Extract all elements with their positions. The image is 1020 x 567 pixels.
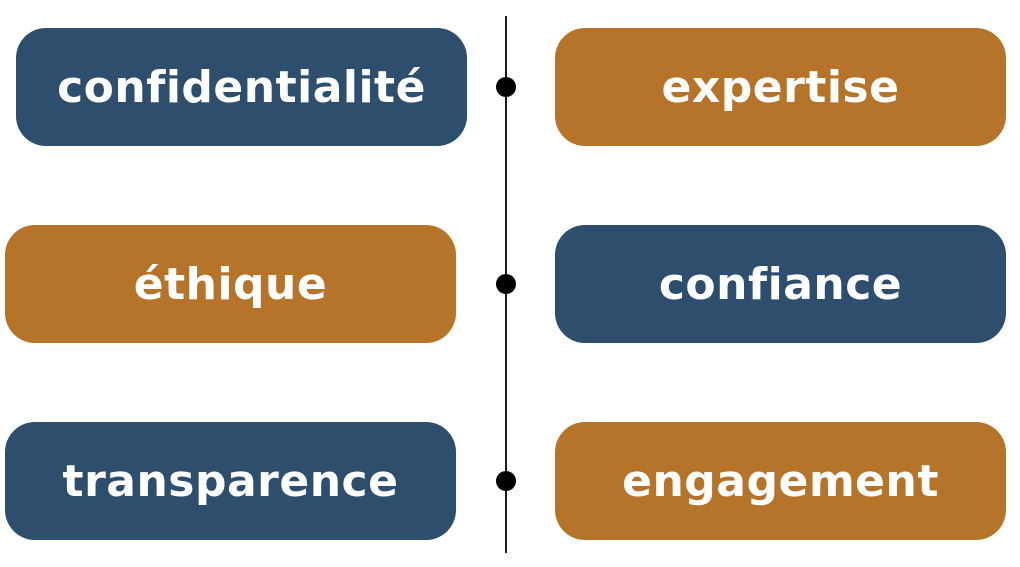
- value-label: expertise: [661, 61, 900, 113]
- value-label: engagement: [622, 455, 939, 507]
- value-pill-confidentialite: confidentialité: [16, 28, 467, 146]
- timeline-dot: [496, 77, 516, 97]
- timeline-dot: [496, 471, 516, 491]
- value-label: éthique: [133, 258, 328, 310]
- value-label: transparence: [62, 455, 399, 507]
- value-pill-ethique: éthique: [5, 225, 456, 343]
- timeline-dot: [496, 274, 516, 294]
- value-pill-confiance: confiance: [555, 225, 1006, 343]
- value-pill-transparence: transparence: [5, 422, 456, 540]
- value-pill-expertise: expertise: [555, 28, 1006, 146]
- value-pill-engagement: engagement: [555, 422, 1006, 540]
- value-label: confiance: [658, 258, 903, 310]
- value-label: confidentialité: [57, 61, 426, 113]
